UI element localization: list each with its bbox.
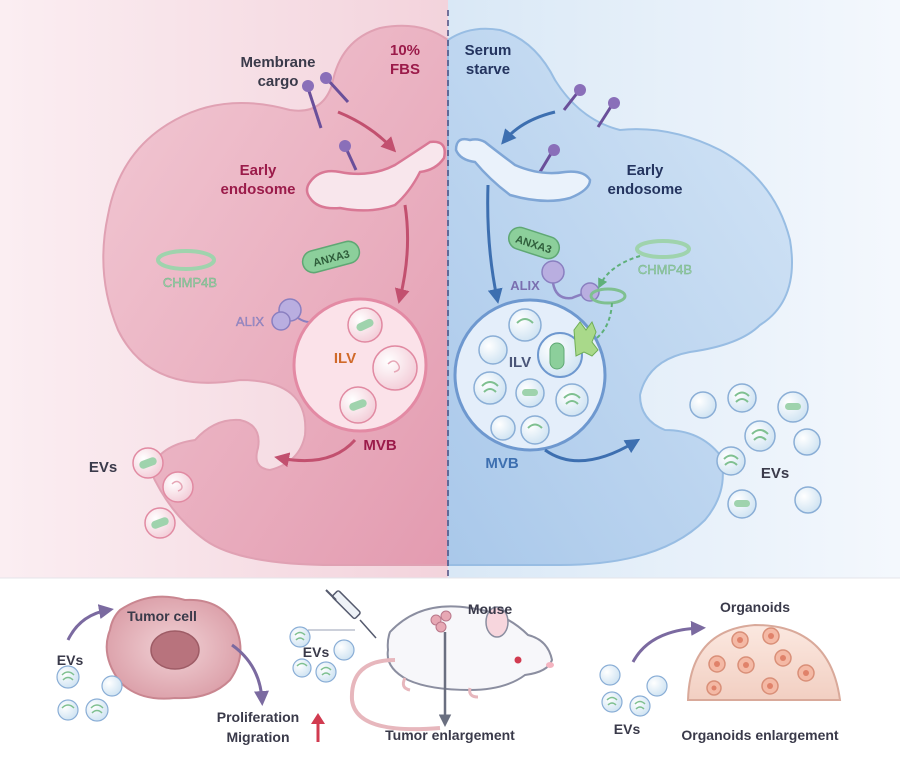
organoids-title: Organoids	[720, 599, 790, 615]
left-ilv-label: ILV	[334, 350, 356, 367]
right-condition-line2: starve	[466, 61, 510, 78]
evs-cluster-organoids	[599, 664, 668, 717]
organoid-dome	[686, 623, 842, 701]
alix-protein-right	[541, 260, 600, 302]
mouse-evs-label: EVs	[303, 644, 330, 660]
syringe-icon	[325, 589, 377, 639]
arrow-mvb-to-evs-left	[274, 438, 357, 468]
mvb-left	[292, 297, 428, 433]
right-mvb-label: MVB	[485, 455, 519, 472]
tumor-cell-title: Tumor cell	[127, 608, 197, 624]
arrow-endosome-to-mvb-left	[394, 204, 410, 304]
left-condition-line2: FBS	[390, 61, 420, 78]
right-chmp4b-label: CHMP4B	[638, 262, 692, 277]
tumor-outcome-line1: Proliferation	[217, 709, 299, 725]
chmp4b-ring-left	[156, 249, 216, 271]
left-early-endosome-line1: Early	[240, 162, 277, 179]
membrane-cargo-right	[538, 84, 620, 173]
anxa3-protein-right	[507, 226, 561, 260]
arrow-cargo-to-endosome-right	[501, 110, 556, 145]
evs-cluster-tumor	[56, 665, 123, 722]
arrow-mvb-to-evs-right	[544, 438, 641, 463]
right-condition-line1: Serum	[465, 42, 512, 59]
tumor-cell	[105, 595, 242, 700]
chmp4b-complex-right	[589, 287, 627, 305]
organoids-evs-label: EVs	[614, 721, 641, 737]
left-evs-label: EVs	[89, 459, 117, 476]
arrow-endosome-to-mvb-right	[486, 184, 503, 304]
left-alix-label: ALIX	[236, 314, 265, 329]
membrane-cargo-left	[302, 72, 358, 171]
organoids-outcome: Organoids enlargement	[681, 727, 838, 743]
early-endosome-left	[305, 140, 446, 212]
alix-protein-left	[271, 298, 319, 331]
right-ilv-label: ILV	[509, 354, 531, 371]
right-evs-label: EVs	[761, 465, 789, 482]
increase-arrow-icon	[311, 713, 325, 742]
mouse-outcome: Tumor enlargement	[385, 727, 515, 743]
tumor-evs-label: EVs	[57, 652, 84, 668]
arrow-evs-to-tumor	[66, 604, 114, 641]
membrane-cargo-line2: cargo	[258, 73, 299, 90]
chmp4b-ring-right	[635, 239, 691, 259]
left-mvb-label: MVB	[363, 437, 397, 454]
arrow-evs-to-organoids	[631, 620, 706, 663]
arrow-cargo-to-endosome-left	[337, 110, 397, 153]
anxa3-protein-left	[301, 240, 361, 274]
mvb-right	[453, 298, 607, 452]
left-chmp4b-label: CHMP4B	[163, 275, 217, 290]
evs-cluster-left	[132, 447, 194, 539]
evs-cluster-mouse	[289, 626, 355, 683]
right-alix-label: ALIX	[510, 278, 540, 293]
early-endosome-right	[454, 137, 592, 203]
tumor-outcome-line2: Migration	[227, 729, 290, 745]
arrow-tumor-to-outcome	[231, 643, 269, 706]
evs-cluster-right	[689, 383, 822, 519]
right-early-endosome-line2: endosome	[607, 181, 682, 198]
left-condition-line1: 10%	[390, 42, 420, 59]
right-early-endosome-line1: Early	[627, 162, 664, 179]
membrane-cargo-line1: Membrane	[240, 54, 315, 71]
mouse-title: Mouse	[468, 601, 513, 617]
left-early-endosome-line2: endosome	[220, 181, 295, 198]
escrt-budding-complex	[573, 320, 599, 357]
mouse-icon	[349, 605, 554, 732]
